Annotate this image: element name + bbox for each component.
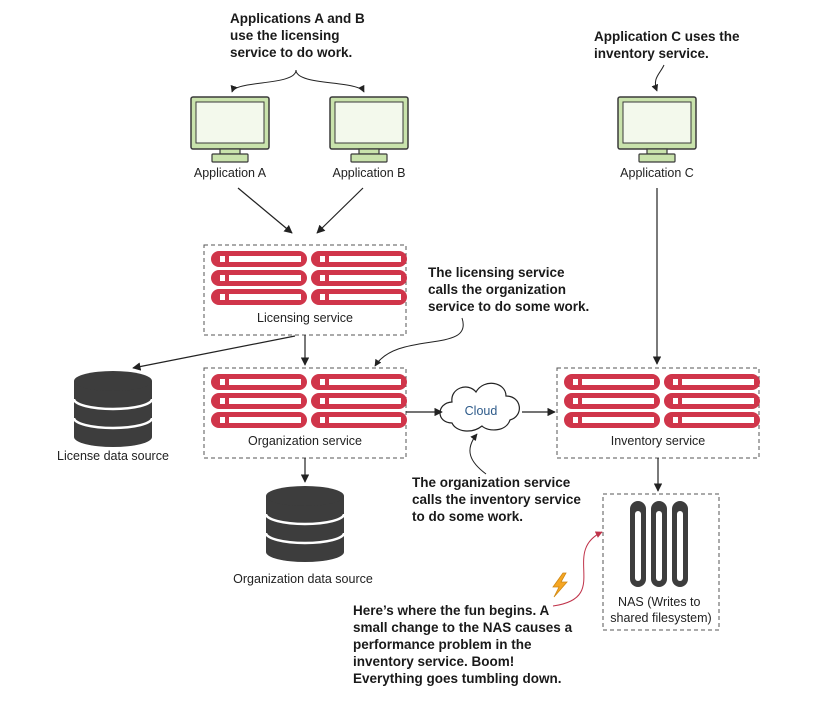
server-rack-icon xyxy=(311,251,407,305)
database-icon xyxy=(73,369,153,449)
edge-licensing-to-license-db xyxy=(132,335,296,371)
pointer-org-calls xyxy=(469,433,487,475)
licensing-service: Licensing service xyxy=(203,244,407,336)
nas: NAS (Writes to shared filesystem) xyxy=(602,493,720,631)
annotation-licensing-calls: The licensing service calls the organiza… xyxy=(428,265,589,314)
pointer-licensing-calls xyxy=(374,317,464,367)
monitor-icon xyxy=(329,96,409,163)
pointer-fun-begins xyxy=(552,531,603,607)
server-rack-icon xyxy=(211,374,307,428)
annotation-fun-begins: Here’s where the fun begins. A small cha… xyxy=(353,603,576,686)
application-b-label: Application B xyxy=(333,166,406,180)
licensing-service-label: Licensing service xyxy=(257,311,353,325)
cloud-icon xyxy=(439,382,520,432)
pointer-app-c xyxy=(651,64,665,92)
inventory-service: Inventory service xyxy=(556,367,760,459)
organization-service-label: Organization service xyxy=(248,434,362,448)
cloud: Cloud xyxy=(439,382,520,432)
pointer-apps-ab-to-a xyxy=(230,69,297,93)
pointer-apps-ab-to-b xyxy=(295,69,365,93)
nas-storage-icon xyxy=(630,501,688,587)
application-c: Application C xyxy=(617,96,697,180)
database-icon xyxy=(265,484,345,564)
license-data-source: License data source xyxy=(57,369,169,463)
organization-data-source-label: Organization data source xyxy=(233,572,373,586)
application-c-label: Application C xyxy=(620,166,694,180)
application-b: Application B xyxy=(329,96,409,180)
lightning-icon xyxy=(552,572,568,598)
cloud-label: Cloud xyxy=(465,404,498,418)
server-rack-icon xyxy=(311,374,407,428)
license-data-source-label: License data source xyxy=(57,449,169,463)
organization-data-source: Organization data source xyxy=(233,484,373,586)
annotation-apps-ab: Applications A and B use the licensing s… xyxy=(230,11,369,60)
server-rack-icon xyxy=(211,251,307,305)
application-a-label: Application A xyxy=(194,166,267,180)
annotation-org-calls: The organization service calls the inven… xyxy=(412,475,585,524)
organization-service: Organization service xyxy=(203,367,407,459)
application-a: Application A xyxy=(190,96,270,180)
nas-label: NAS (Writes to shared filesystem) xyxy=(610,595,711,625)
annotation-app-c: Application C uses the inventory service… xyxy=(594,29,743,61)
edge-application-b-to-licensing xyxy=(316,187,364,234)
server-rack-icon xyxy=(664,374,760,428)
server-rack-icon xyxy=(564,374,660,428)
monitor-icon xyxy=(617,96,697,163)
edge-application-a-to-licensing xyxy=(237,187,293,234)
inventory-service-label: Inventory service xyxy=(611,434,706,448)
monitor-icon xyxy=(190,96,270,163)
